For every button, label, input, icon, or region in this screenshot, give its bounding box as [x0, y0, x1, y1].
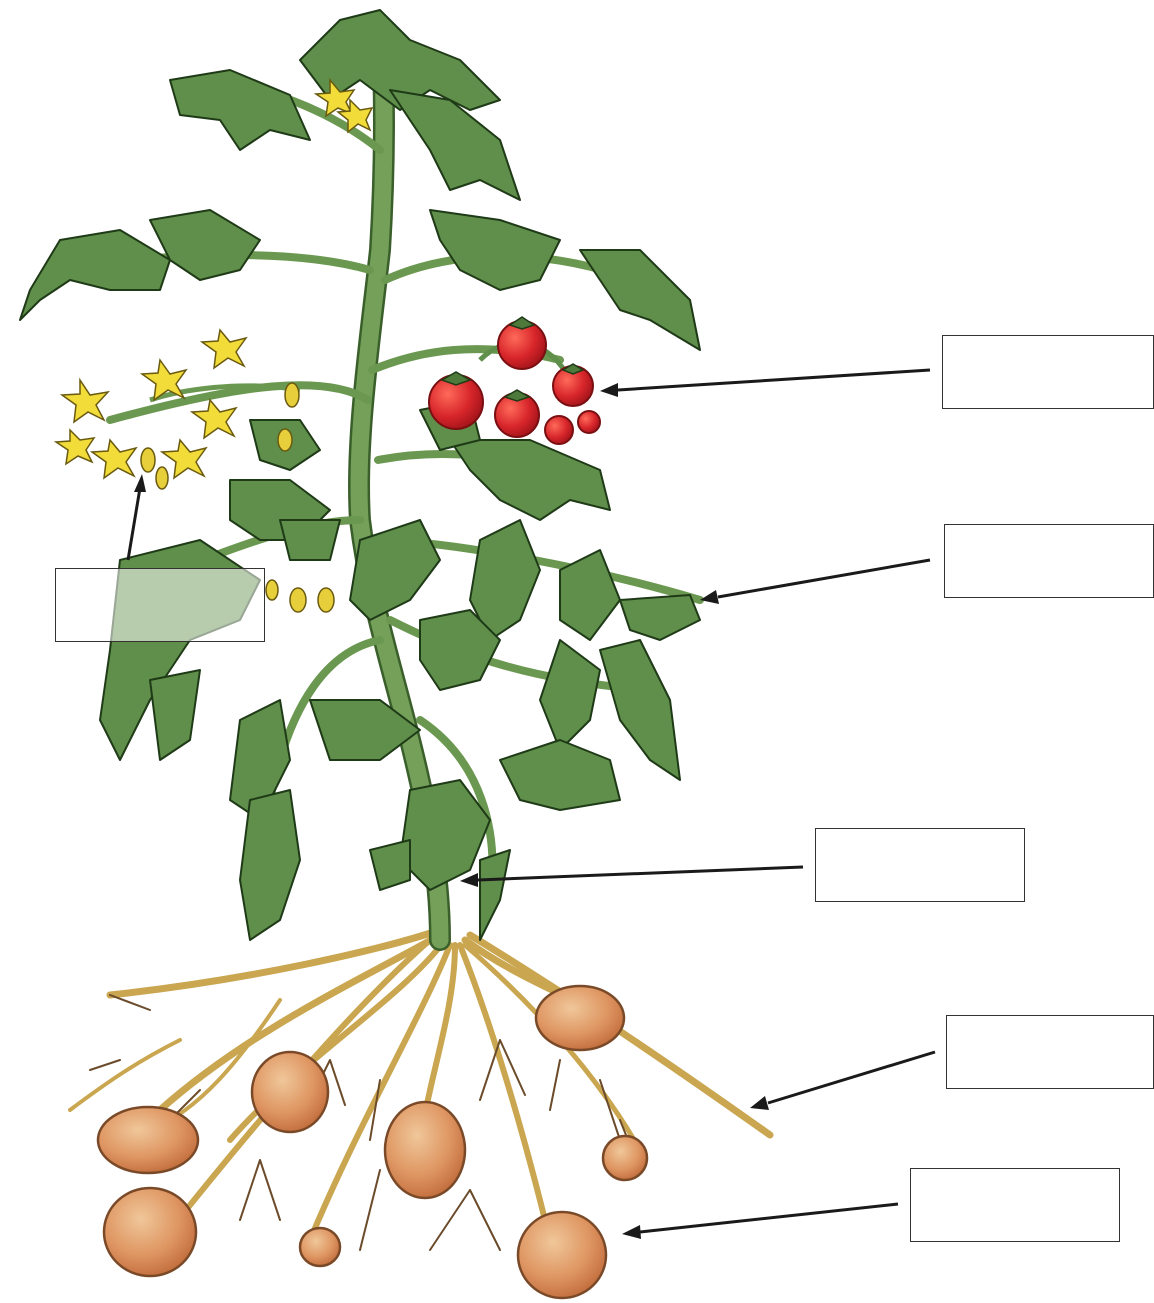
arrow-fruit — [600, 370, 930, 397]
label-box-root[interactable] — [946, 1015, 1154, 1089]
label-box-stem[interactable] — [815, 828, 1025, 902]
arrow-stem — [460, 867, 803, 887]
potato-tubers — [98, 986, 647, 1298]
label-box-tuber[interactable] — [910, 1168, 1120, 1242]
tomato-fruits — [429, 317, 600, 444]
label-box-fruit[interactable] — [942, 335, 1154, 409]
label-box-flower[interactable] — [55, 568, 265, 642]
arrow-flower — [128, 474, 146, 560]
arrow-tuber — [622, 1204, 898, 1239]
arrow-root — [750, 1052, 935, 1110]
label-box-leaf[interactable] — [944, 524, 1154, 598]
arrow-leaf — [700, 560, 930, 604]
